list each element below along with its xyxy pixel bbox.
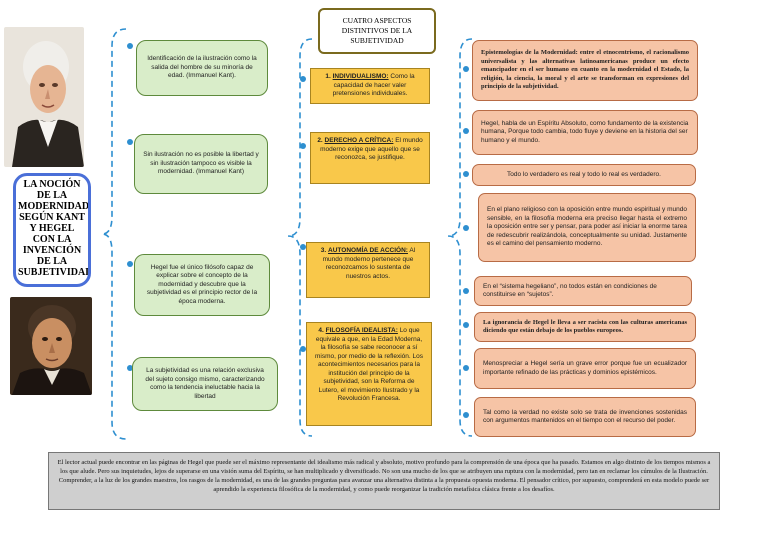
main-title: LA NOCIÓN DE LA MODERNIDAD SEGÚN KANT Y … bbox=[13, 173, 91, 287]
aspect-number: 4. bbox=[318, 327, 324, 334]
aspect-4: 4. FILOSOFÍA IDEALISTA: Lo que equivale … bbox=[306, 322, 432, 426]
aspect-text: Como la capacidad de hacer valer pretens… bbox=[332, 73, 415, 97]
conclusion-box: El lector actual puede encontrar en las … bbox=[48, 452, 720, 510]
bullet-dot bbox=[127, 139, 133, 145]
aspect-number: 3. bbox=[320, 247, 327, 254]
right-item-text: Menospreciar a Hegel sería un grave erro… bbox=[483, 360, 687, 376]
aspect-text: Al mundo moderno pertenece que reconozca… bbox=[322, 247, 416, 280]
aspect-text: Lo que equivale a que, en la Edad Modern… bbox=[314, 327, 424, 402]
aspect-title: AUTONOMÍA DE ACCIÓN: bbox=[328, 247, 408, 254]
left-item-1: Identificación de la ilustración como la… bbox=[136, 40, 268, 96]
bullet-dot bbox=[463, 128, 469, 134]
aspects-header: CUATRO ASPECTOS DISTINTIVOS DE LA SUBJET… bbox=[318, 8, 436, 54]
aspect-1: 1. INDIVIDUALISMO: Como la capacidad de … bbox=[310, 68, 430, 104]
conclusion-text: El lector actual puede encontrar en las … bbox=[57, 459, 711, 493]
bullet-dot bbox=[463, 322, 469, 328]
bullet-dot bbox=[300, 244, 306, 250]
bullet-dot bbox=[300, 76, 306, 82]
right-item-text: La ignorancia de Hegel le lleva a ser ra… bbox=[483, 318, 687, 335]
right-item-text: Tal como la verdad no existe solo se tra… bbox=[483, 408, 687, 425]
right-item-6: La ignorancia de Hegel le lleva a ser ra… bbox=[474, 312, 696, 342]
right-item-8: Tal como la verdad no existe solo se tra… bbox=[474, 397, 696, 437]
bullet-dot bbox=[127, 365, 133, 371]
bullet-dot bbox=[463, 225, 469, 231]
bullet-dot bbox=[127, 261, 133, 267]
left-item-2: Sin ilustración no es posible la liberta… bbox=[134, 134, 268, 194]
aspect-title: FILOSOFÍA IDEALISTA: bbox=[325, 327, 398, 334]
left-item-3: Hegel fue el único filósofo capaz de exp… bbox=[134, 254, 270, 316]
aspect-title: DERECHO A CRÍTICA: bbox=[324, 137, 394, 144]
portrait-hegel bbox=[10, 297, 92, 395]
aspects-header-text: CUATRO ASPECTOS DISTINTIVOS DE LA SUBJET… bbox=[341, 16, 413, 45]
aspect-number: 2. bbox=[317, 137, 323, 144]
aspect-title: INDIVIDUALISMO: bbox=[332, 73, 389, 80]
aspect-3: 3. AUTONOMÍA DE ACCIÓN: Al mundo moderno… bbox=[306, 242, 430, 298]
aspect-text: El mundo moderno exige que aquello que s… bbox=[320, 137, 423, 161]
right-item-text: En el plano religioso con la oposición e… bbox=[487, 206, 687, 248]
bullet-dot bbox=[127, 43, 133, 49]
right-item-7: Menospreciar a Hegel sería un grave erro… bbox=[474, 348, 696, 389]
right-item-text: En el “sistema hegeliano”, no todos está… bbox=[483, 282, 657, 299]
bullet-dot bbox=[463, 365, 469, 371]
bullet-dot bbox=[300, 143, 306, 149]
left-item-text: Identificación de la ilustración como la… bbox=[147, 55, 257, 80]
bullet-dot bbox=[463, 66, 469, 72]
right-item-4: En el plano religioso con la oposición e… bbox=[478, 193, 696, 262]
aspect-2: 2. DERECHO A CRÍTICA: El mundo moderno e… bbox=[310, 132, 430, 184]
right-item-text: Hegel, habla de un Espíritu Absoluto, co… bbox=[481, 119, 689, 144]
right-item-1: Epistemologías de la Modernidad: entre e… bbox=[472, 40, 698, 101]
right-item-3: Todo lo verdadero es real y todo lo real… bbox=[472, 164, 696, 186]
bullet-dot bbox=[463, 288, 469, 294]
left-item-text: Sin ilustración no es posible la liberta… bbox=[143, 151, 259, 176]
left-brace bbox=[101, 28, 127, 440]
left-item-4: La subjetividad es una relación exclusiv… bbox=[132, 357, 278, 411]
bullet-dot bbox=[300, 346, 306, 352]
right-item-text: Todo lo verdadero es real y todo lo real… bbox=[507, 170, 661, 178]
bullet-dot bbox=[463, 171, 469, 177]
left-item-text: Hegel fue el único filósofo capaz de exp… bbox=[146, 263, 258, 305]
right-item-2: Hegel, habla de un Espíritu Absoluto, co… bbox=[472, 110, 698, 155]
bullet-dot bbox=[463, 412, 469, 418]
portrait-kant bbox=[4, 27, 84, 167]
right-item-5: En el “sistema hegeliano”, no todos está… bbox=[474, 276, 692, 306]
left-item-text: La subjetividad es una relación exclusiv… bbox=[145, 367, 265, 400]
right-item-text: Epistemologías de la Modernidad: entre e… bbox=[481, 49, 689, 91]
aspect-number: 1. bbox=[325, 73, 331, 80]
